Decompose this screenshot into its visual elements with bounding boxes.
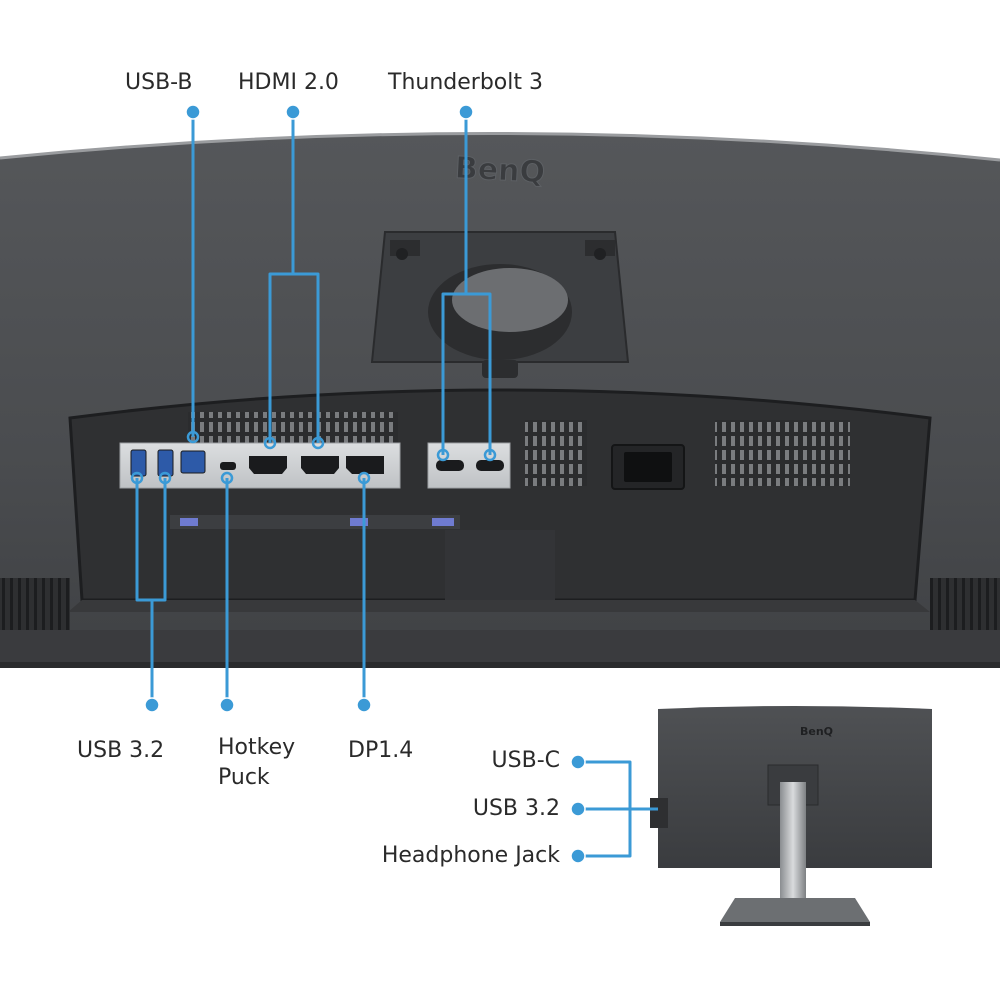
- callout-thunderbolt-label: Thunderbolt 3: [388, 70, 543, 95]
- callout-dp-label: DP1.4: [348, 738, 414, 763]
- callout-hotkey-line1: Hotkey: [218, 735, 296, 760]
- callout-usb32-label: USB 3.2: [77, 738, 165, 763]
- vent-left: [188, 412, 398, 444]
- callout-side-usbc-label: USB-C: [491, 748, 560, 773]
- callout-hotkey-line2: Puck: [218, 765, 270, 790]
- usb32-port-1: [130, 449, 147, 477]
- displayport-port: [346, 456, 384, 474]
- thunderbolt-port-2: [476, 460, 504, 471]
- callout-side-headphone-label: Headphone Jack: [381, 843, 560, 868]
- callout-hotkey-label: Hotkey Puck: [218, 733, 295, 793]
- thumbnail-logo: BenQ: [800, 725, 833, 738]
- thunderbolt-port-1: [436, 460, 464, 471]
- usb32-port-2: [157, 449, 174, 477]
- hdmi-port-1: [249, 456, 287, 474]
- usb-b-port: [180, 450, 206, 474]
- callout-usb-b-label: USB-B: [125, 70, 193, 95]
- monitor-thumbnail: BenQ: [650, 706, 932, 926]
- hotkey-puck-port: [220, 462, 236, 470]
- vent-mid: [525, 420, 587, 486]
- vent-right: [715, 420, 850, 486]
- bottom-grille: [0, 578, 70, 633]
- monitor-top-edge: [0, 132, 1000, 162]
- callout-side-usb32-label: USB 3.2: [472, 796, 560, 821]
- callout-hdmi-label: HDMI 2.0: [238, 70, 339, 95]
- hdmi-port-2: [301, 456, 339, 474]
- benq-logo: BenQ: [454, 151, 546, 191]
